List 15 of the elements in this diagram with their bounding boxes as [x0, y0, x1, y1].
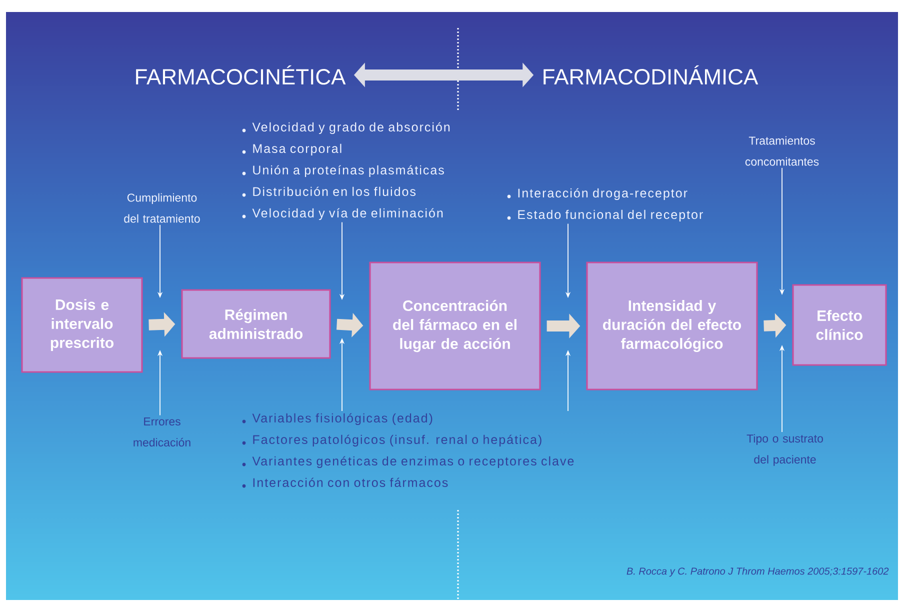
factor-label: Errores medicación — [134, 418, 190, 446]
process-box: Intensidad y duración del efecto farmacológico — [586, 262, 758, 390]
factor-label: Cumplimiento del tratamiento — [124, 193, 200, 223]
process-box: Dosis e intervalo prescrito — [21, 277, 143, 373]
factor-label: Tratamientos concomitantes — [745, 136, 819, 166]
heading: FARMACODINÁMICA — [544, 65, 758, 85]
citation: B. Rocca y C. Patrono J Throm Haemos 2005;3:1597-1602 — [626, 567, 889, 577]
factor-label: Tipo o sustrato del paciente — [746, 434, 823, 466]
process-box: Efecto clínico — [792, 284, 887, 366]
process-box: Régimen administrado — [181, 289, 331, 359]
process-box: Concentración del fármaco en el lugar de acción — [369, 262, 541, 390]
bullet-list: Variables fisiológicas (edad) Factores patológicos (insuf. renal o hepática) Variantes genéticas de enzimas o receptores clave Interacción con otros fármacos — [252, 413, 574, 488]
bullet-list: Interacción droga-receptor Estado funcional del receptor — [518, 188, 703, 222]
heading: FARMACOCINÉTICA — [136, 65, 346, 85]
bullet-list: Velocidad y grado de absorción Masa corporal Unión a proteínas plasmáticas Distribución en los fluidos Velocidad y vía de eliminación — [252, 122, 450, 220]
